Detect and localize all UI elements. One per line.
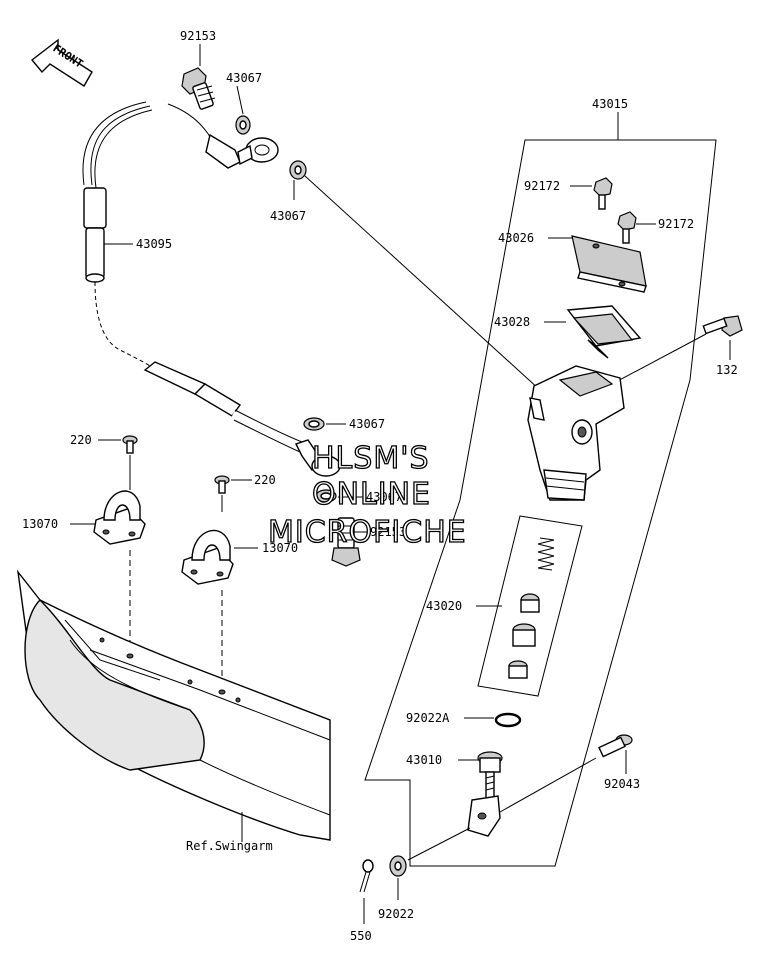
watermark-line1: HLSM'S (312, 441, 430, 476)
label-43067-a: 43067 (226, 71, 262, 85)
brake-hose-lower (143, 361, 341, 477)
label-13070-a: 13070 (22, 517, 58, 531)
label-43067-d: 43067 (366, 490, 402, 504)
label-43010: 43010 (406, 753, 442, 767)
label-13070-b: 13070 (262, 541, 298, 555)
piston-kit-43020-outline (477, 515, 583, 697)
cotter-pin-550 (359, 859, 374, 893)
label-ref-swingarm: Ref.Swingarm (186, 839, 273, 853)
label-132: 132 (716, 363, 738, 377)
label-92022: 92022 (378, 907, 414, 921)
label-92022A: 92022A (406, 711, 450, 725)
label-92043: 92043 (604, 777, 640, 791)
piston-kit-43020 (508, 537, 555, 679)
bolt-132 (702, 315, 743, 337)
push-rod-43010 (467, 751, 503, 837)
label-43020: 43020 (426, 599, 462, 613)
master-cylinder-body (527, 365, 625, 501)
brake-hose (78, 92, 279, 371)
pin-92043 (598, 734, 633, 758)
label-92172-a: 92172 (524, 179, 560, 193)
clamp-13070-a (93, 490, 146, 545)
label-92153-top: 92153 (180, 29, 216, 43)
label-92153-bottom: 92153 (370, 525, 406, 539)
label-43067-c: 43067 (349, 417, 385, 431)
label-550: 550 (350, 929, 372, 943)
label-220-b: 220 (254, 473, 276, 487)
label-43026: 43026 (498, 231, 534, 245)
watermark-line3: MICROFICHE (268, 515, 467, 550)
screw-92172-a (593, 177, 613, 210)
label-220-a: 220 (70, 433, 92, 447)
label-92172-b: 92172 (658, 217, 694, 231)
circlip-92022A (494, 712, 522, 728)
screw-92172-b (617, 211, 637, 244)
label-43067-b: 43067 (270, 209, 306, 223)
watermark-line2: ONLINE (312, 477, 431, 512)
banjo-bolt-bottom (331, 517, 361, 567)
label-43015: 43015 (592, 97, 628, 111)
banjo-bolt-top (181, 67, 216, 110)
diaphragm-43028 (566, 305, 642, 359)
swingarm (16, 569, 331, 841)
bolt-220-a (122, 435, 138, 454)
front-arrow-icon: FRONT (30, 38, 93, 87)
master-cylinder-assembly-outline (364, 139, 717, 867)
label-43028: 43028 (494, 315, 530, 329)
reservoir-cover-43026 (571, 235, 647, 293)
washer-92022 (389, 855, 407, 877)
label-43095: 43095 (136, 237, 172, 251)
bolt-220-b (214, 475, 230, 494)
clamp-13070-b (181, 529, 234, 585)
